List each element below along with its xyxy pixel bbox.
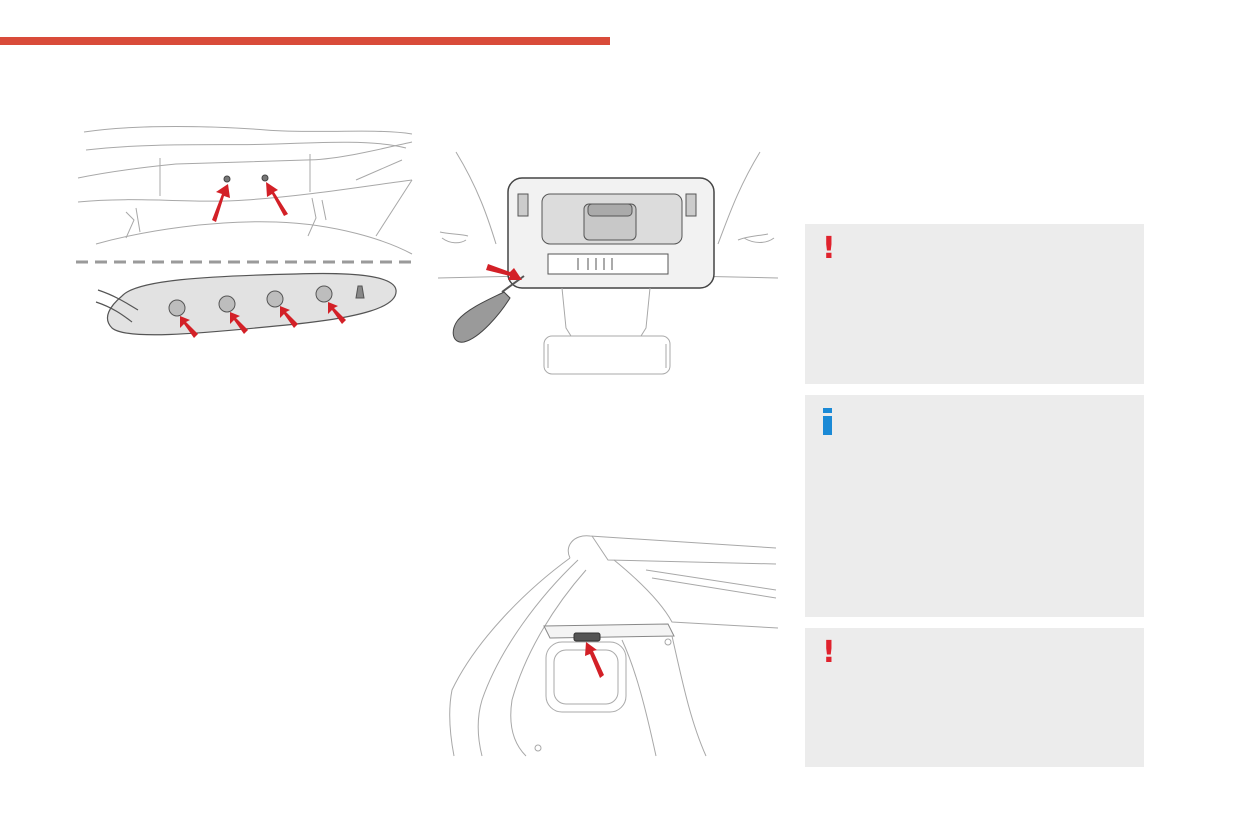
rear-lamp-fixing-illustration	[76, 120, 416, 342]
info-note-box	[805, 395, 1144, 617]
courtesy-lamp-illustration	[438, 148, 778, 378]
exclamation-icon: !	[822, 635, 836, 670]
exclamation-icon: !	[822, 231, 836, 266]
warning-note-box: !	[805, 628, 1144, 767]
section-color-bar	[0, 37, 610, 45]
boot-lamp-illustration	[446, 530, 778, 760]
warning-note-box: !	[805, 224, 1144, 384]
info-icon	[823, 408, 832, 435]
